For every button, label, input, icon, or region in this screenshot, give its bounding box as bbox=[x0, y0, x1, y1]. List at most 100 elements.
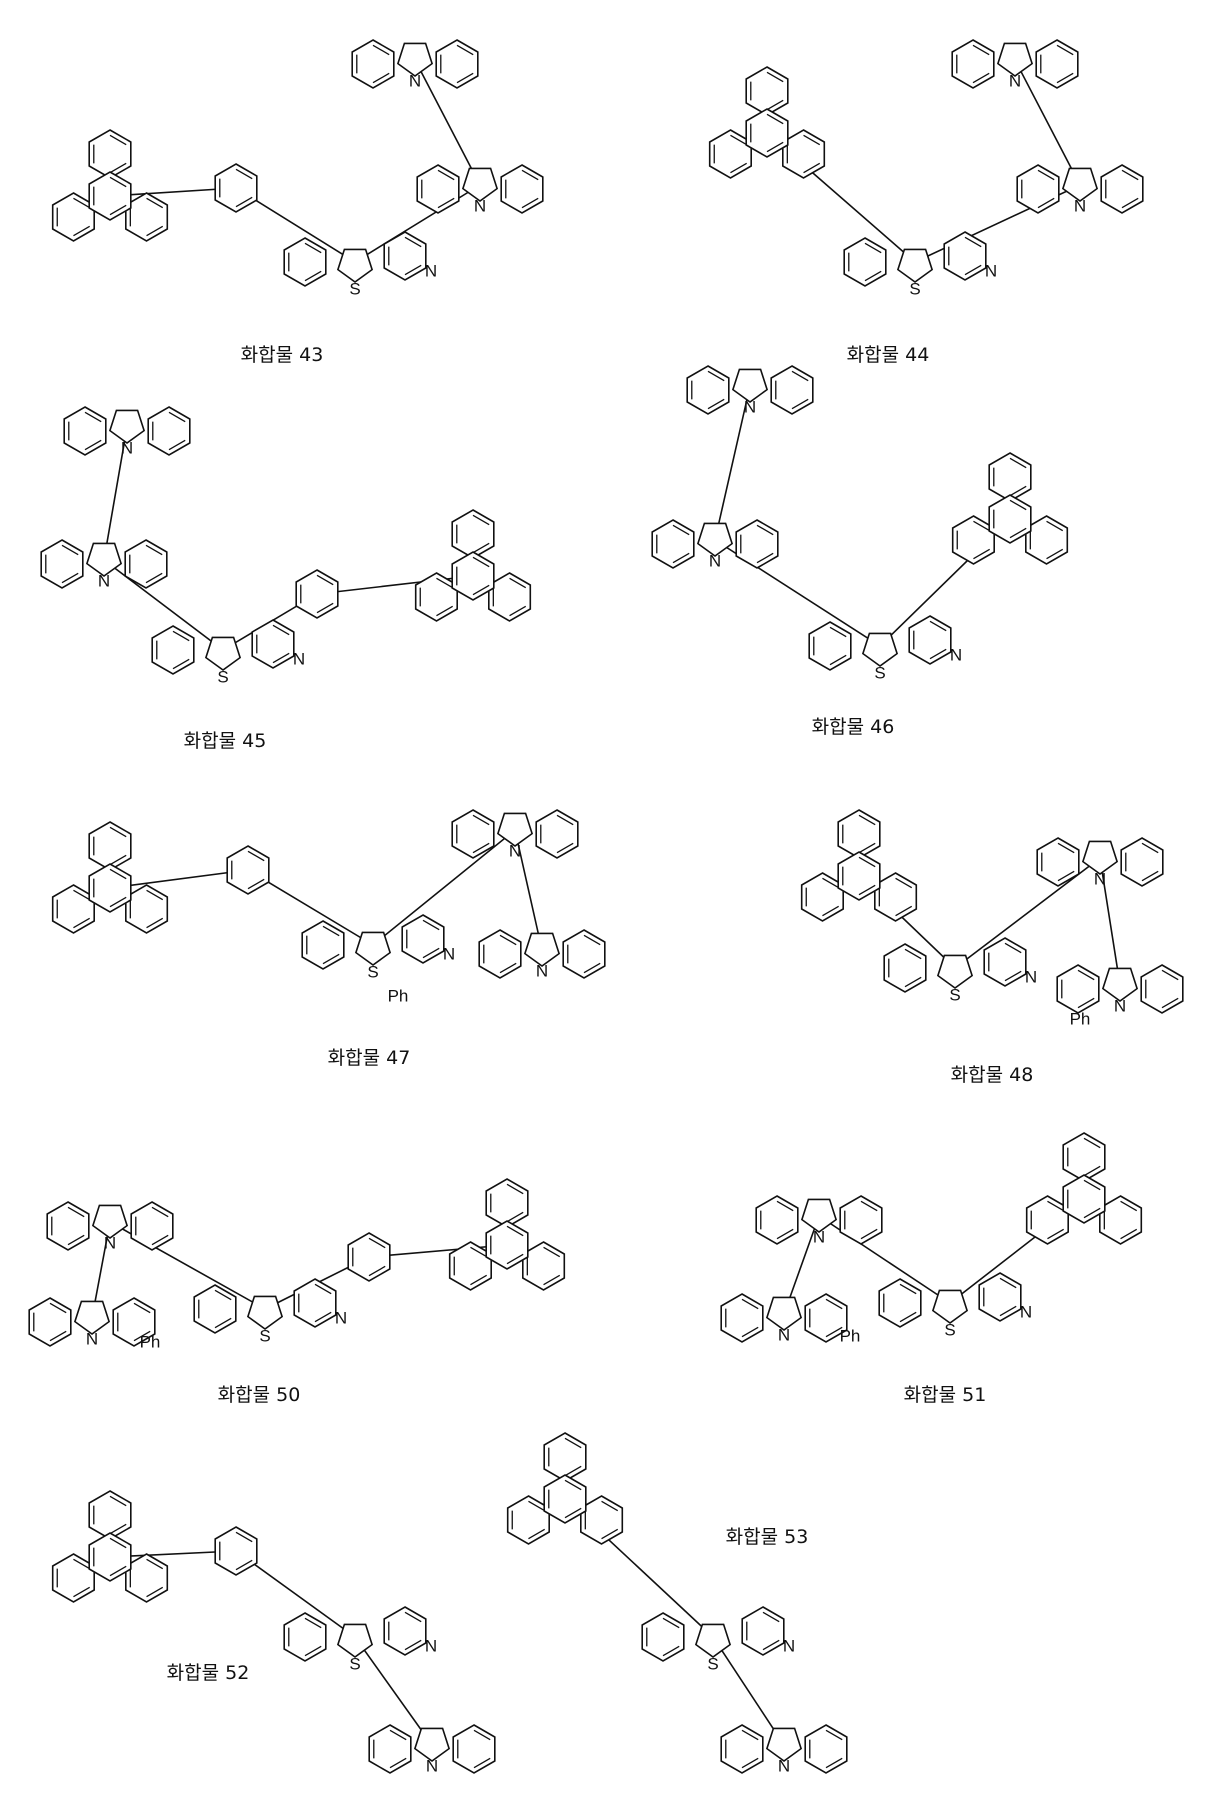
benzene-ring bbox=[879, 1279, 921, 1327]
five-membered-ring bbox=[338, 1624, 372, 1657]
compound-label: 화합물 43 bbox=[241, 340, 324, 367]
atom-label: N bbox=[778, 1325, 790, 1344]
compound-structure: SNNN bbox=[53, 40, 543, 298]
benzene-ring bbox=[252, 620, 294, 668]
atom-label: S bbox=[909, 279, 920, 298]
compound-structure: SNNNPh bbox=[802, 810, 1183, 1028]
compound-label: 화합물 51 bbox=[904, 1380, 987, 1407]
compound-label: 화합물 50 bbox=[218, 1380, 301, 1407]
compound-label: 화합물 53 bbox=[726, 1522, 809, 1549]
benzene-ring bbox=[746, 109, 788, 157]
benzene-ring bbox=[1063, 1175, 1105, 1223]
benzene-ring bbox=[884, 944, 926, 992]
benzene-ring bbox=[452, 810, 494, 858]
atom-label: N bbox=[104, 1233, 116, 1252]
benzene-ring bbox=[417, 165, 459, 213]
benzene-ring bbox=[436, 40, 478, 88]
atom-label: S bbox=[367, 962, 378, 981]
five-membered-ring bbox=[933, 1290, 967, 1323]
atom-label: S bbox=[217, 667, 228, 686]
benzene-ring bbox=[687, 366, 729, 414]
atom-label: N bbox=[335, 1308, 347, 1327]
benzene-ring bbox=[809, 622, 851, 670]
benzene-ring bbox=[131, 1202, 173, 1250]
benzene-ring bbox=[771, 366, 813, 414]
benzene-ring bbox=[284, 1613, 326, 1661]
compound-label: 화합물 48 bbox=[951, 1060, 1034, 1087]
benzene-ring bbox=[746, 67, 788, 115]
compound-label: 화합물 47 bbox=[328, 1043, 411, 1070]
atom-label: N bbox=[536, 961, 548, 980]
five-membered-ring bbox=[898, 249, 932, 282]
atom-label: N bbox=[783, 1636, 795, 1655]
atom-label: Ph bbox=[140, 1332, 161, 1351]
benzene-ring bbox=[284, 238, 326, 286]
benzene-ring bbox=[126, 193, 168, 241]
benzene-ring bbox=[53, 1554, 94, 1602]
benzene-ring bbox=[544, 1475, 586, 1523]
benzene-ring bbox=[840, 1196, 882, 1244]
atom-label: N bbox=[813, 1227, 825, 1246]
atom-label: Ph bbox=[388, 986, 409, 1005]
benzene-ring bbox=[89, 130, 131, 178]
benzene-ring bbox=[64, 407, 106, 455]
benzene-ring bbox=[89, 822, 131, 870]
benzene-ring bbox=[215, 1527, 257, 1575]
five-membered-ring bbox=[938, 955, 972, 988]
benzene-ring bbox=[384, 232, 426, 280]
compound-structure: SNNN bbox=[710, 40, 1143, 298]
benzene-ring bbox=[479, 930, 521, 978]
atom-label: N bbox=[1025, 967, 1037, 986]
benzene-ring bbox=[302, 921, 344, 969]
benzene-ring bbox=[369, 1725, 411, 1773]
compound-structure: SNNNPh bbox=[53, 810, 605, 1005]
benzene-ring bbox=[508, 1496, 550, 1544]
atom-label: N bbox=[1114, 996, 1126, 1015]
benzene-ring bbox=[452, 510, 494, 558]
benzene-ring bbox=[89, 1533, 131, 1581]
atom-label: S bbox=[944, 1320, 955, 1339]
benzene-ring bbox=[47, 1202, 89, 1250]
atom-label: S bbox=[949, 985, 960, 1004]
benzene-ring bbox=[952, 40, 994, 88]
benzene-ring bbox=[844, 238, 886, 286]
benzene-ring bbox=[1063, 1133, 1105, 1181]
benzene-ring bbox=[89, 1491, 131, 1539]
benzene-ring bbox=[802, 873, 844, 921]
atom-label: N bbox=[443, 944, 455, 963]
compound-structure: SNNNPh bbox=[721, 1133, 1141, 1345]
atom-label: Ph bbox=[840, 1326, 861, 1345]
compound-label: 화합물 46 bbox=[812, 712, 895, 739]
benzene-ring bbox=[984, 938, 1026, 986]
benzene-ring bbox=[41, 540, 83, 588]
benzene-ring bbox=[1121, 838, 1163, 886]
compound-label: 화합물 45 bbox=[184, 726, 267, 753]
benzene-ring bbox=[838, 852, 880, 900]
benzene-ring bbox=[875, 873, 917, 921]
atom-label: S bbox=[707, 1654, 718, 1673]
benzene-ring bbox=[489, 573, 531, 621]
compound-structure: SNN bbox=[508, 1433, 847, 1775]
benzene-ring bbox=[909, 616, 951, 664]
benzene-ring bbox=[742, 1607, 784, 1655]
benzene-ring bbox=[294, 1279, 336, 1327]
benzene-ring bbox=[453, 1725, 495, 1773]
benzene-ring bbox=[805, 1725, 847, 1773]
benzene-ring bbox=[1017, 165, 1059, 213]
atom-label: N bbox=[1074, 196, 1086, 215]
benzene-ring bbox=[652, 520, 694, 568]
benzene-ring bbox=[53, 885, 94, 933]
benzene-ring bbox=[736, 520, 778, 568]
benzene-ring bbox=[384, 1607, 426, 1655]
benzene-ring bbox=[989, 495, 1031, 543]
benzene-ring bbox=[953, 516, 995, 564]
benzene-ring bbox=[979, 1273, 1021, 1321]
atom-label: N bbox=[425, 1636, 437, 1655]
benzene-ring bbox=[227, 846, 269, 894]
five-membered-ring bbox=[206, 637, 240, 670]
benzene-ring bbox=[126, 885, 168, 933]
benzene-ring bbox=[296, 570, 338, 618]
benzene-ring bbox=[53, 193, 94, 241]
benzene-ring bbox=[1036, 40, 1078, 88]
compound-structure: SNN bbox=[53, 1491, 495, 1775]
